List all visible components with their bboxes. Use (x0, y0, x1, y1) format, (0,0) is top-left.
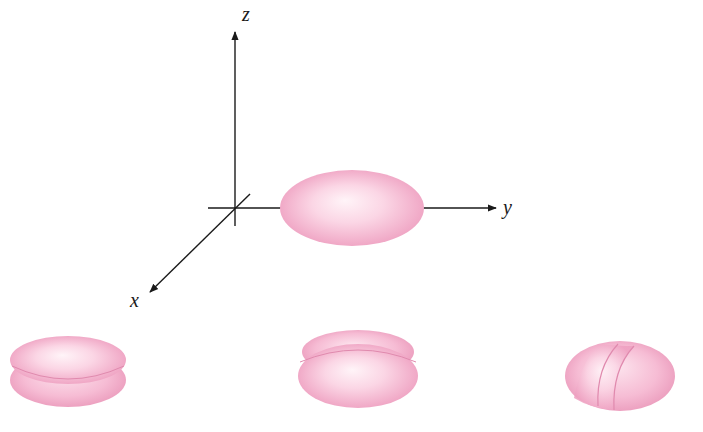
z-axis (234, 32, 235, 226)
axis-label: x (130, 290, 139, 310)
axis-label: y (503, 197, 512, 217)
orbital-shape-left (10, 336, 126, 407)
axis-label: z (242, 4, 250, 24)
axes (150, 32, 496, 292)
orbital-lobe (280, 170, 424, 246)
orbital-shape-right (565, 341, 675, 411)
x-axis (150, 194, 250, 292)
orbital-shape-middle (298, 330, 418, 408)
